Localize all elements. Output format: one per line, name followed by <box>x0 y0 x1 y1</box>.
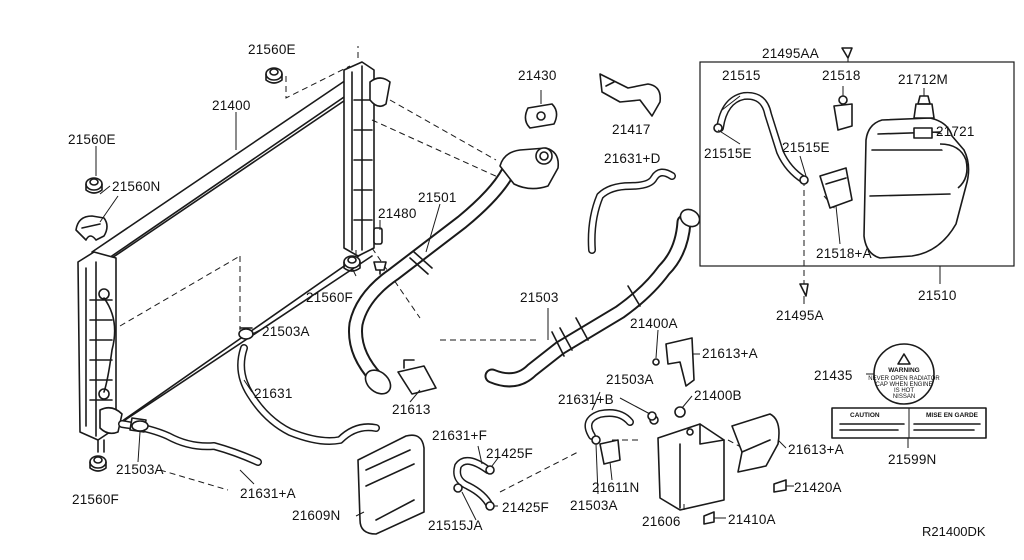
label-21518: 21518 <box>822 68 861 83</box>
label-21503: 21503 <box>520 290 559 305</box>
warning-line-3: IS HOT <box>894 388 914 394</box>
label-21518A: 21518+A <box>816 246 872 261</box>
bracket-21613A-top <box>652 337 695 387</box>
label-21721: 21721 <box>936 124 975 139</box>
bolt-21495A <box>799 283 809 297</box>
warning-line-2: CAP WHEN ENGINE <box>876 382 933 388</box>
label-21400: 21400 <box>212 98 251 113</box>
label-21560E-top: 21560E <box>248 42 296 57</box>
label-21712M: 21712M <box>898 72 948 87</box>
grommet-21560E-left <box>85 177 103 194</box>
label-21515E-right: 21515E <box>782 140 830 155</box>
label-21501: 21501 <box>418 190 457 205</box>
label-21400A: 21400A <box>630 316 678 331</box>
bracket-21613 <box>397 359 437 395</box>
hose-21631F <box>453 456 495 511</box>
warning-line-1: NEVER OPEN RADIATOR <box>868 376 940 382</box>
label-21425F-top: 21425F <box>486 446 533 461</box>
bolt-21495AA <box>841 47 853 59</box>
part-labels: 21560E 21400 21560E 21560N 21430 21417 2… <box>68 42 986 539</box>
label-21613: 21613 <box>392 402 431 417</box>
label-21495AA: 21495AA <box>762 46 819 61</box>
label-21560N: 21560N <box>112 179 161 194</box>
grommet-21560F-low <box>89 455 107 472</box>
label-21495A: 21495A <box>776 308 824 323</box>
radiator-core <box>77 61 391 453</box>
clamp-21503A-low <box>131 420 149 432</box>
grommet-21560E-top <box>265 67 283 84</box>
label-21613A-low: 21613+A <box>788 442 844 457</box>
hose-21631B <box>584 409 659 445</box>
label-21400B: 21400B <box>694 388 742 403</box>
hose-21631D <box>587 168 676 254</box>
label-21410A: 21410A <box>728 512 776 527</box>
reference-code: R21400DK <box>922 524 986 539</box>
bolt-21420A <box>773 479 787 493</box>
label-21515JA: 21515JA <box>428 518 483 533</box>
label-21631F: 21631+F <box>432 428 487 443</box>
bracket-21613A-low <box>731 413 780 473</box>
warning-title: WARNING <box>888 367 919 374</box>
label-21503A-low: 21503A <box>116 462 164 477</box>
canister-21606 <box>657 423 725 511</box>
reservoir-tank-21510 <box>863 117 970 259</box>
caution-left-title: CAUTION <box>850 412 880 419</box>
bracket-21417 <box>599 73 662 117</box>
label-21425F-low: 21425F <box>502 500 549 515</box>
label-21420A: 21420A <box>794 480 842 495</box>
label-21606: 21606 <box>642 514 681 529</box>
reservoir-21609N <box>357 434 425 535</box>
upper-hose-21501 <box>348 164 516 395</box>
plug-21480 <box>373 227 387 275</box>
label-21560F-mid: 21560F <box>306 290 353 305</box>
bracket-21560N <box>75 215 108 241</box>
caution-label-21599N: CAUTION MISE EN GARDE <box>831 407 987 439</box>
label-21480: 21480 <box>378 206 417 221</box>
label-21503A-bottom: 21503A <box>570 498 618 513</box>
label-21631A: 21631+A <box>240 486 296 501</box>
label-21609N: 21609N <box>292 508 341 523</box>
caution-right-title: MISE EN GARDE <box>926 412 979 419</box>
thermostat-housing <box>499 90 560 190</box>
lower-hose-21503 <box>484 208 701 388</box>
label-21503A-mid: 21503A <box>262 324 310 339</box>
label-21560E-left: 21560E <box>68 132 116 147</box>
label-21631: 21631 <box>254 386 293 401</box>
label-21599N: 21599N <box>888 452 937 467</box>
label-21503A-right: 21503A <box>606 372 654 387</box>
label-21515: 21515 <box>722 68 761 83</box>
label-21613A-top: 21613+A <box>702 346 758 361</box>
label-21631D: 21631+D <box>604 151 661 166</box>
label-21430: 21430 <box>518 68 557 83</box>
reservoir-inset-box <box>699 61 1015 267</box>
clamp-21503A-mid <box>238 327 254 340</box>
warning-line-4: NISSAN <box>893 394 915 400</box>
label-21435: 21435 <box>814 368 853 383</box>
hose-21631 <box>237 344 380 445</box>
bolt-21410A <box>703 511 715 525</box>
label-21515E-left: 21515E <box>704 146 752 161</box>
cap-21712M <box>913 95 935 119</box>
sensor-21518 <box>833 95 853 131</box>
grommet-21560F-mid <box>343 255 361 272</box>
label-21417: 21417 <box>612 122 651 137</box>
label-21611N: 21611N <box>592 480 640 495</box>
label-21560F-low: 21560F <box>72 492 119 507</box>
label-21631B: 21631+B <box>558 392 614 407</box>
bolt-21400B <box>674 406 686 418</box>
leader-lines <box>95 58 943 521</box>
warning-label-21435: WARNING NEVER OPEN RADIATOR CAP WHEN ENG… <box>868 343 940 405</box>
bracket-21518A <box>819 167 853 209</box>
label-21510: 21510 <box>918 288 957 303</box>
valve-21611N <box>599 439 621 465</box>
